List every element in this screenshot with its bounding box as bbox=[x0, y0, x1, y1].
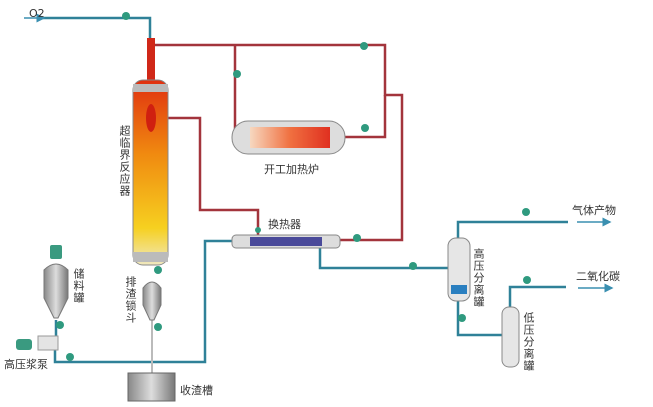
pump-label: 高压浆泵 bbox=[4, 358, 48, 371]
startup-heater bbox=[231, 120, 346, 155]
exchanger-label: 换热器 bbox=[268, 218, 301, 231]
co2-label: 二氧化碳 bbox=[576, 270, 620, 283]
valve-icon bbox=[458, 314, 466, 322]
storage-tank-label: 储料罐 bbox=[72, 268, 85, 304]
heat-exchanger bbox=[231, 234, 341, 249]
feed-pipes bbox=[40, 16, 568, 364]
valve-icon bbox=[523, 276, 531, 284]
valve-icon bbox=[522, 208, 530, 216]
lp-separator-label: 低压分离罐 bbox=[522, 312, 535, 372]
reactor-label: 超临界反应器 bbox=[118, 125, 131, 197]
valve-icon bbox=[154, 323, 162, 331]
slag-tank bbox=[127, 372, 176, 402]
gas-product-label: 气体产物 bbox=[572, 204, 616, 217]
valve-icon bbox=[353, 234, 361, 242]
storage-tank bbox=[43, 245, 69, 319]
supercritical-reactor bbox=[132, 38, 169, 266]
high-pressure-pump bbox=[16, 335, 59, 351]
valve-icon bbox=[361, 124, 369, 132]
valve-icon bbox=[360, 42, 368, 50]
valve-icon bbox=[66, 353, 74, 361]
valve-icon bbox=[233, 70, 241, 78]
lock-hopper-label: 排渣锁斗 bbox=[124, 276, 137, 324]
valves bbox=[56, 12, 531, 361]
slag-lock-hopper bbox=[142, 281, 162, 321]
slag-tank-label: 收渣槽 bbox=[180, 384, 213, 397]
o2-label: O2 bbox=[29, 7, 45, 20]
valve-icon bbox=[255, 227, 261, 233]
valve-icon bbox=[122, 12, 130, 20]
valve-icon bbox=[56, 321, 64, 329]
hp-separator-label: 高压分离罐 bbox=[472, 248, 485, 308]
valve-icon bbox=[154, 266, 162, 274]
heater-label: 开工加热炉 bbox=[264, 163, 319, 176]
lp-separator bbox=[501, 306, 520, 368]
valve-icon bbox=[409, 262, 417, 270]
hp-separator bbox=[447, 237, 471, 302]
